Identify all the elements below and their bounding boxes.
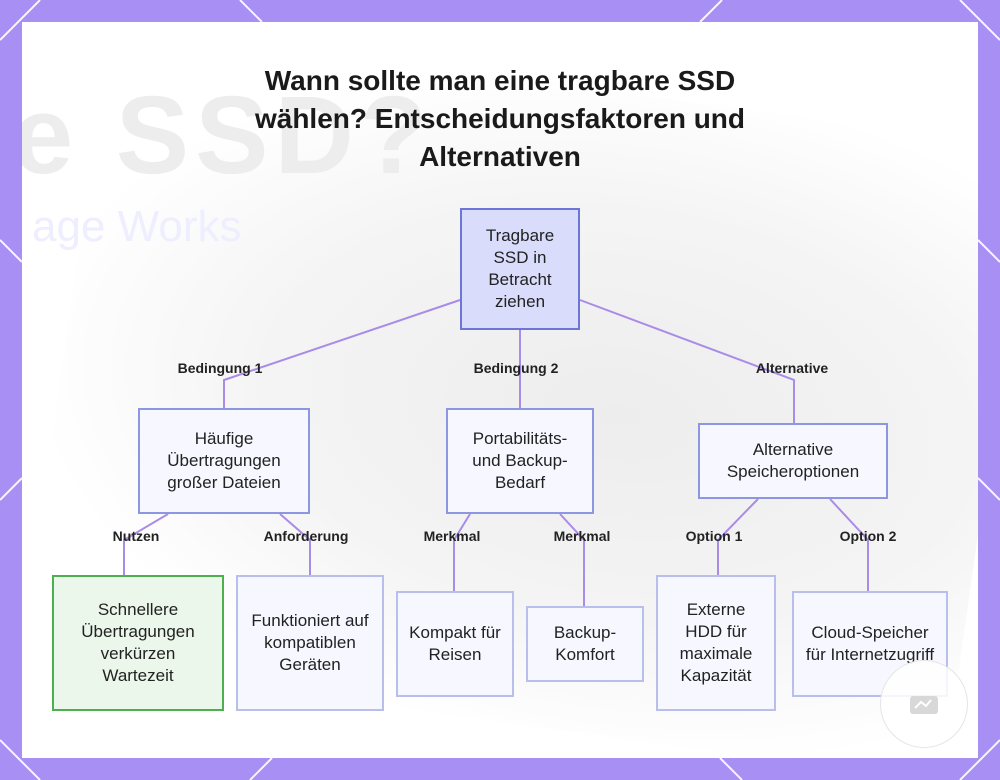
edge-root-alternatives	[579, 299, 795, 423]
node-backup-comfort: Backup-Komfort	[526, 606, 644, 682]
edge-label-option-1: Option 1	[685, 528, 743, 544]
node-portability-backup: Portabilitäts- und Backup-Bedarf	[446, 408, 594, 514]
diagram-title: Wann sollte man eine tragbare SSD wählen…	[254, 65, 746, 172]
logo-badge	[880, 660, 968, 748]
node-compact: Kompakt für Reisen	[396, 591, 514, 697]
node-compatible-devices: Funktioniert auf kompatiblen Geräten	[236, 575, 384, 711]
node-faster-transfers: Schnellere Übertragungen verkürzen Warte…	[52, 575, 224, 711]
edge-portability-backup	[559, 513, 585, 606]
edge-label-alternative: Alternative	[755, 360, 829, 376]
edge-root-frequent	[223, 299, 461, 408]
edge-label-feature-2: Merkmal	[553, 528, 611, 544]
background-watermark-subtext: age Works	[32, 202, 242, 251]
node-root: Tragbare SSD in Betracht ziehen	[460, 208, 580, 330]
edge-label-requirement: Anforderung	[263, 528, 349, 544]
node-external-hdd: Externe HDD für maximale Kapazität	[656, 575, 776, 711]
edge-alternatives-cloud	[829, 498, 869, 591]
edge-label-condition-1: Bedingung 1	[177, 360, 263, 376]
edge-frequent-compatible	[279, 513, 311, 575]
edge-label-condition-2: Bedingung 2	[473, 360, 559, 376]
node-alternatives: Alternative Speicheroptionen	[698, 423, 888, 499]
background-watermark-text: e SSD?	[22, 74, 434, 197]
edge-label-feature-1: Merkmal	[423, 528, 481, 544]
edge-alternatives-hdd	[717, 498, 759, 575]
connector-lines	[123, 299, 869, 606]
diagram-panel: e SSD? age Works Wann sollte man eine tr…	[22, 22, 978, 758]
edge-frequent-faster	[123, 513, 169, 575]
logo-icon	[910, 696, 938, 714]
edge-label-benefit: Nutzen	[112, 528, 160, 544]
edge-portability-compact	[453, 513, 471, 591]
node-frequent-transfers: Häufige Übertragungen großer Dateien	[138, 408, 310, 514]
edge-label-option-2: Option 2	[839, 528, 897, 544]
